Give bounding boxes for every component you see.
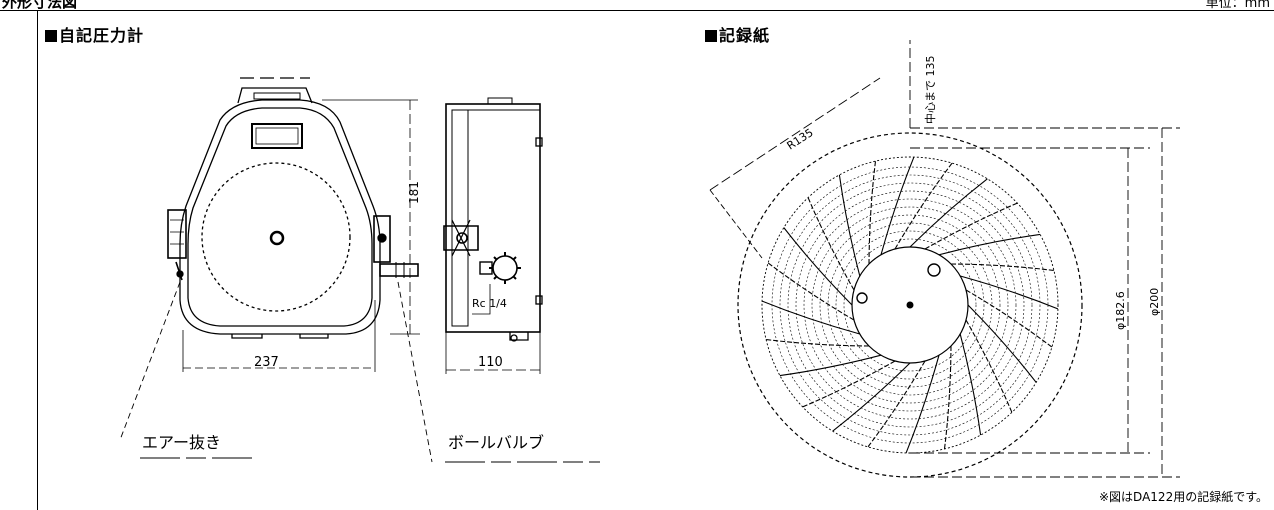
footnote: ※図はDA122用の記録紙です。 bbox=[1099, 490, 1268, 504]
chart-time-arc bbox=[779, 354, 882, 377]
left-bracket bbox=[167, 209, 187, 259]
dim-center-offset-label: 中心まで 135 bbox=[924, 56, 937, 125]
thread-label: Rc 1/4 bbox=[472, 297, 507, 310]
chart-time-arc bbox=[943, 345, 952, 449]
chart-time-arc bbox=[838, 174, 861, 277]
chart-grid-ring bbox=[811, 206, 1009, 404]
chart-time-arc bbox=[767, 262, 855, 321]
right-bracket bbox=[373, 215, 391, 263]
chart-time-arc bbox=[802, 360, 896, 408]
dial-hub bbox=[269, 230, 285, 246]
ball-valve bbox=[379, 263, 419, 277]
chart-time-arc bbox=[967, 304, 1037, 383]
dim-inner-dia-label: φ182.6 bbox=[1114, 291, 1127, 330]
chart-time-arc bbox=[807, 197, 855, 291]
chart-grid-ring bbox=[779, 174, 1041, 436]
gauge-section-title: 自記圧力計 bbox=[45, 22, 144, 46]
dim-width-label: 237 bbox=[254, 355, 279, 370]
chart-time-arc bbox=[880, 156, 915, 255]
housing-outer bbox=[179, 99, 381, 335]
chart-time-arc bbox=[959, 333, 982, 436]
frame-left-rule bbox=[37, 10, 38, 510]
gauge-window bbox=[251, 123, 303, 149]
chart-time-arc bbox=[832, 362, 911, 432]
chart-time-arc bbox=[905, 355, 940, 454]
chart-time-arc bbox=[894, 162, 953, 250]
chart-time-arc bbox=[867, 360, 926, 448]
dim-depth-label: 110 bbox=[478, 355, 503, 370]
chart-grid-ring bbox=[835, 230, 985, 380]
chart-time-arc bbox=[924, 202, 1018, 250]
chart-section-title: 記録紙 bbox=[705, 22, 770, 46]
page-header-unit: 単位：mm bbox=[1205, 0, 1270, 11]
chart-time-arc bbox=[965, 319, 1013, 413]
chart-grid-ring bbox=[843, 238, 977, 372]
dim-radius-label: R135 bbox=[785, 126, 816, 153]
chart-grid-ring bbox=[795, 190, 1025, 420]
chart-outer-circle bbox=[737, 132, 1083, 478]
chart-time-arc bbox=[965, 289, 1053, 348]
chart-grid-ring bbox=[819, 214, 1001, 396]
chart-time-arc bbox=[761, 300, 860, 335]
chart-time-arc bbox=[868, 161, 877, 265]
chart-time-arc bbox=[938, 233, 1041, 256]
chart-time-arc bbox=[766, 338, 870, 347]
chart-grid-ring bbox=[803, 198, 1017, 412]
chart-time-arc bbox=[783, 227, 853, 306]
dial-circle bbox=[201, 162, 351, 312]
chart-time-arc bbox=[909, 178, 988, 248]
square-bullet-icon bbox=[45, 30, 57, 42]
callout-ball-valve: ボールバルブ bbox=[448, 433, 544, 452]
frame-top-rule bbox=[0, 10, 1274, 11]
square-bullet-icon bbox=[705, 30, 717, 42]
dim-outer-dia-label: φ200 bbox=[1148, 288, 1161, 316]
callout-air-release: エアー抜き bbox=[142, 433, 221, 452]
chart-time-arc bbox=[950, 263, 1054, 272]
gauge-section-label: 自記圧力計 bbox=[59, 26, 145, 45]
chart-grid-ring bbox=[827, 222, 993, 388]
chart-grid-ring bbox=[787, 182, 1033, 428]
chart-section-label: 記録紙 bbox=[719, 26, 771, 45]
dim-height-label: 181 bbox=[407, 181, 421, 204]
page-header-title: 外形寸法図 bbox=[2, 0, 78, 11]
chart-time-arc bbox=[960, 275, 1059, 310]
housing-inner bbox=[187, 107, 373, 327]
side-housing bbox=[445, 103, 541, 333]
